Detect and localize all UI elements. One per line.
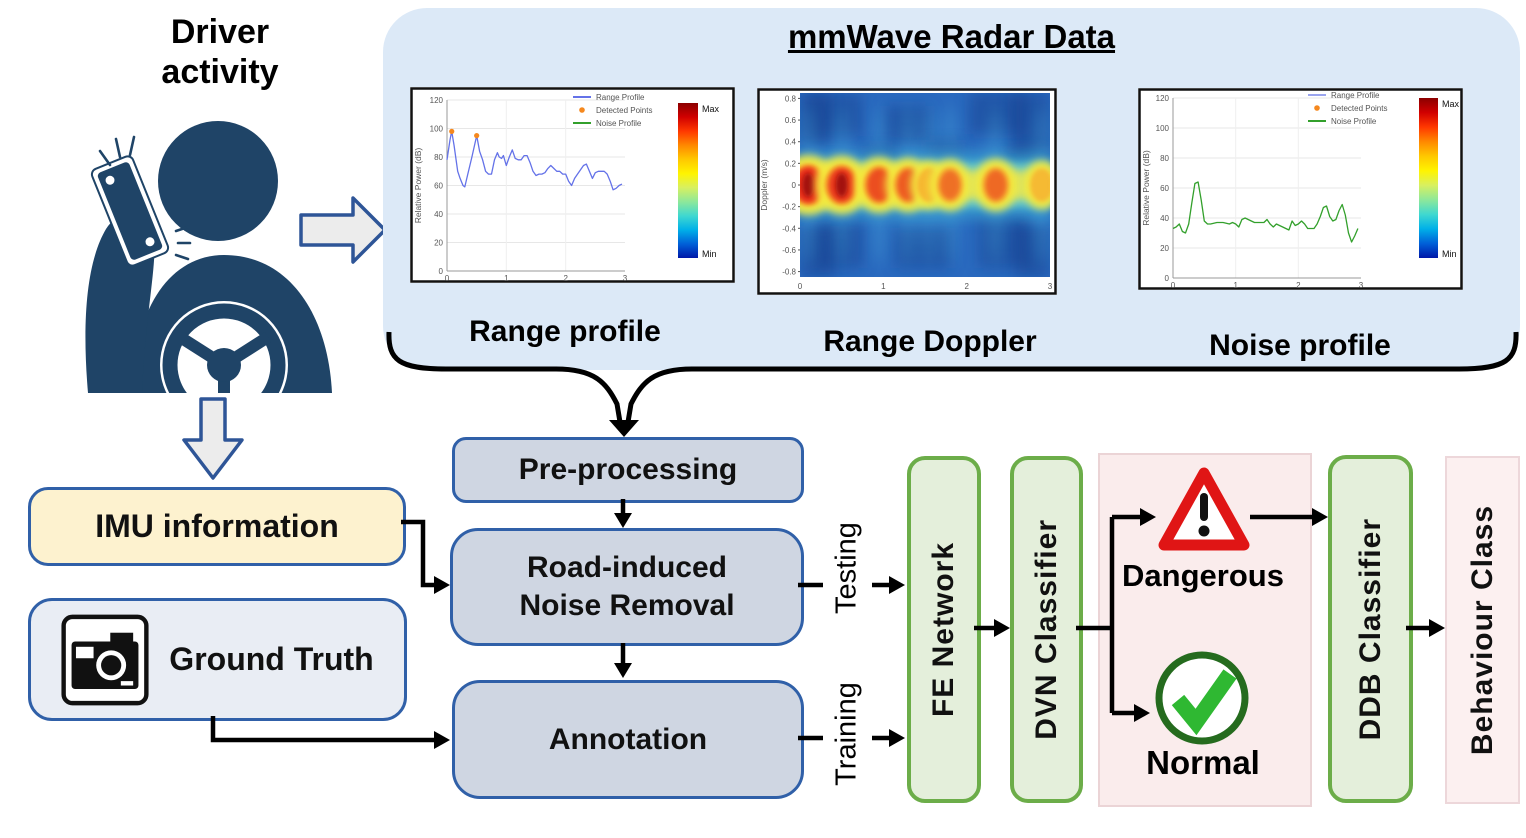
svg-text:0.4: 0.4	[785, 138, 797, 147]
svg-text:0.2: 0.2	[785, 159, 797, 168]
svg-text:0: 0	[445, 274, 450, 283]
svg-text:3: 3	[1048, 282, 1053, 291]
range-profile-plot: 0 20 40 60 80 100 120 0 1 2 3 Relative Power (dB) Ra…	[410, 87, 735, 283]
svg-text:3: 3	[623, 274, 628, 283]
motion-lines-icon	[98, 135, 192, 261]
svg-text:40: 40	[1160, 214, 1169, 223]
svg-text:100: 100	[430, 125, 444, 134]
svg-text:Noise Profile: Noise Profile	[1331, 117, 1377, 126]
svg-text:Doppler (m/s): Doppler (m/s)	[759, 159, 769, 211]
radar-panel-title: mmWave Radar Data	[787, 18, 1116, 55]
normal-label: Normal	[1146, 744, 1260, 781]
svg-text:40: 40	[434, 210, 443, 219]
svg-text:Range Profile: Range Profile	[596, 93, 645, 102]
svg-text:0: 0	[798, 282, 803, 291]
svg-text:Range Profile: Range Profile	[1331, 91, 1380, 100]
svg-text:60: 60	[1160, 184, 1169, 193]
ddb-classifier-box: DDB Classifier	[1328, 455, 1413, 803]
noise-removal-label-line1: Road-induced	[527, 551, 727, 584]
svg-text:2: 2	[563, 274, 568, 283]
driver-activity-title: Driver activity	[100, 12, 340, 92]
driver-icon	[72, 103, 347, 393]
testing-label: Testing	[830, 522, 863, 614]
warning-icon	[1158, 465, 1250, 555]
svg-text:100: 100	[1156, 124, 1170, 133]
svg-text:0.6: 0.6	[785, 116, 797, 125]
radar-funnel-arrow	[383, 322, 1526, 444]
ddb-classifier-label: DDB Classifier	[1353, 517, 1387, 741]
svg-text:2: 2	[964, 282, 969, 291]
svg-text:0: 0	[1171, 281, 1176, 290]
driver-to-imu-arrow-icon	[180, 396, 246, 482]
svg-text:80: 80	[434, 153, 443, 162]
imu-information-label: IMU information	[95, 508, 339, 544]
driver-activity-line1: Driver	[170, 13, 270, 51]
imu-information-box: IMU information	[28, 487, 406, 566]
driver-activity-line2: activity	[161, 53, 279, 91]
svg-text:1: 1	[881, 282, 886, 291]
svg-text:20: 20	[434, 239, 443, 248]
svg-text:-0.8: -0.8	[782, 268, 796, 277]
svg-text:Relative Power (dB): Relative Power (dB)	[1141, 150, 1151, 226]
annotation-label: Annotation	[548, 722, 708, 756]
svg-text:0: 0	[1165, 274, 1170, 283]
svg-text:120: 120	[1156, 94, 1170, 103]
svg-text:-0.2: -0.2	[782, 203, 796, 212]
check-icon	[1152, 648, 1252, 748]
svg-text:Detected Points: Detected Points	[1331, 104, 1387, 113]
caption-range-doppler: Range Doppler	[823, 325, 1037, 358]
caption-range-profile: Range profile	[469, 315, 661, 348]
behaviour-class-box: Behaviour Class	[1445, 456, 1520, 804]
svg-text:0: 0	[439, 267, 444, 276]
dvn-classifier-label: DVN Classifier	[1029, 519, 1063, 740]
svg-text:Min: Min	[1442, 249, 1457, 259]
caption-noise-profile: Noise profile	[1209, 329, 1391, 362]
svg-text:0.8: 0.8	[785, 94, 797, 103]
svg-text:Min: Min	[702, 249, 717, 259]
annotation-box: Annotation	[452, 680, 804, 799]
camera-icon	[61, 613, 149, 707]
ground-truth-label: Ground Truth	[169, 641, 374, 677]
svg-text:Noise Profile: Noise Profile	[596, 119, 642, 128]
svg-text:120: 120	[430, 96, 444, 105]
svg-text:1: 1	[504, 274, 509, 283]
svg-text:Relative Power (dB): Relative Power (dB)	[413, 148, 423, 224]
fe-network-label: FE Network	[927, 541, 960, 718]
training-label: Training	[830, 682, 863, 786]
svg-text:60: 60	[434, 182, 443, 191]
svg-text:3: 3	[1359, 281, 1364, 290]
noise-removal-label-line2: Noise Removal	[519, 589, 735, 622]
svg-text:20: 20	[1160, 244, 1169, 253]
driver-to-radar-arrow-icon	[297, 193, 389, 267]
svg-text:Max: Max	[1442, 99, 1460, 109]
svg-text:-0.6: -0.6	[782, 246, 796, 255]
svg-text:Max: Max	[702, 104, 720, 114]
behaviour-class-label: Behaviour Class	[1465, 504, 1499, 756]
svg-text:2: 2	[1296, 281, 1301, 290]
fe-network-box: FE Network	[907, 456, 981, 803]
dvn-classifier-box: DVN Classifier	[1010, 456, 1083, 803]
svg-text:-0.4: -0.4	[782, 224, 796, 233]
ground-truth-box: Ground Truth	[28, 598, 407, 721]
svg-text:1: 1	[1233, 281, 1238, 290]
svg-text:80: 80	[1160, 154, 1169, 163]
noise-profile-plot: 0 20 40 60 80 100 120 0 1 2 3 Relative Power (dB) Ra…	[1138, 88, 1463, 290]
svg-text:0: 0	[792, 181, 797, 190]
noise-removal-box: Road-induced Noise Removal	[450, 528, 804, 646]
phone-icon	[90, 155, 170, 267]
pre-processing-label: Pre-processing	[518, 453, 738, 486]
svg-text:Detected Points: Detected Points	[596, 106, 652, 115]
dangerous-label: Dangerous	[1122, 558, 1284, 593]
pre-processing-box: Pre-processing	[452, 437, 804, 503]
